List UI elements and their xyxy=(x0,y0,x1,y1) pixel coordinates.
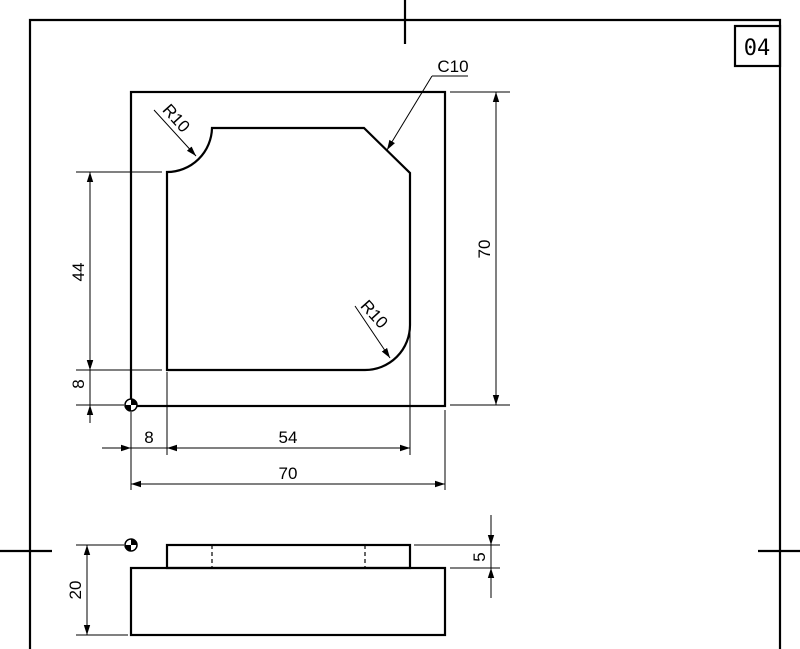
plate-outline xyxy=(129,90,447,408)
radius-label-bottom-right: R10 xyxy=(357,296,392,332)
dim-pocket-height: 44 xyxy=(69,171,162,371)
dim-overall-width-value: 70 xyxy=(279,464,298,483)
dim-boss-height-value: 5 xyxy=(470,552,489,561)
sheet-number: 04 xyxy=(744,36,771,61)
origin-marker xyxy=(124,398,138,412)
dim-pocket-width-value: 54 xyxy=(279,428,298,447)
dim-bottom-offset: 8 xyxy=(69,352,124,423)
side-view: 20 5 xyxy=(66,515,500,637)
dim-boss-height: 5 xyxy=(414,515,500,598)
chamfer-callout: C10 xyxy=(386,57,469,151)
dim-overall-height-value: 70 xyxy=(475,240,494,259)
chamfer-label: C10 xyxy=(437,57,468,76)
raised-boss xyxy=(165,543,412,570)
pocket-outline xyxy=(165,126,412,372)
sheet-number-box: 04 xyxy=(733,24,782,68)
origin-marker-side xyxy=(124,538,138,552)
dim-total-height: 20 xyxy=(66,544,128,636)
dim-overall-height: 70 xyxy=(450,91,510,406)
dim-horizontal-inner: 8 54 xyxy=(102,178,446,490)
radius-callout-top-left: R10 xyxy=(153,100,197,157)
dim-bottom-offset-value: 8 xyxy=(69,379,88,388)
dim-pocket-height-value: 44 xyxy=(69,263,88,282)
dim-total-height-value: 20 xyxy=(66,581,85,600)
dim-left-offset-value: 8 xyxy=(144,428,153,447)
top-view: C10 R10 R10 44 8 xyxy=(69,57,510,490)
dim-overall-width: 70 xyxy=(131,464,445,488)
base-block xyxy=(129,566,447,637)
radius-label-top-left: R10 xyxy=(159,100,194,136)
radius-callout-bottom-right: R10 xyxy=(354,296,392,359)
